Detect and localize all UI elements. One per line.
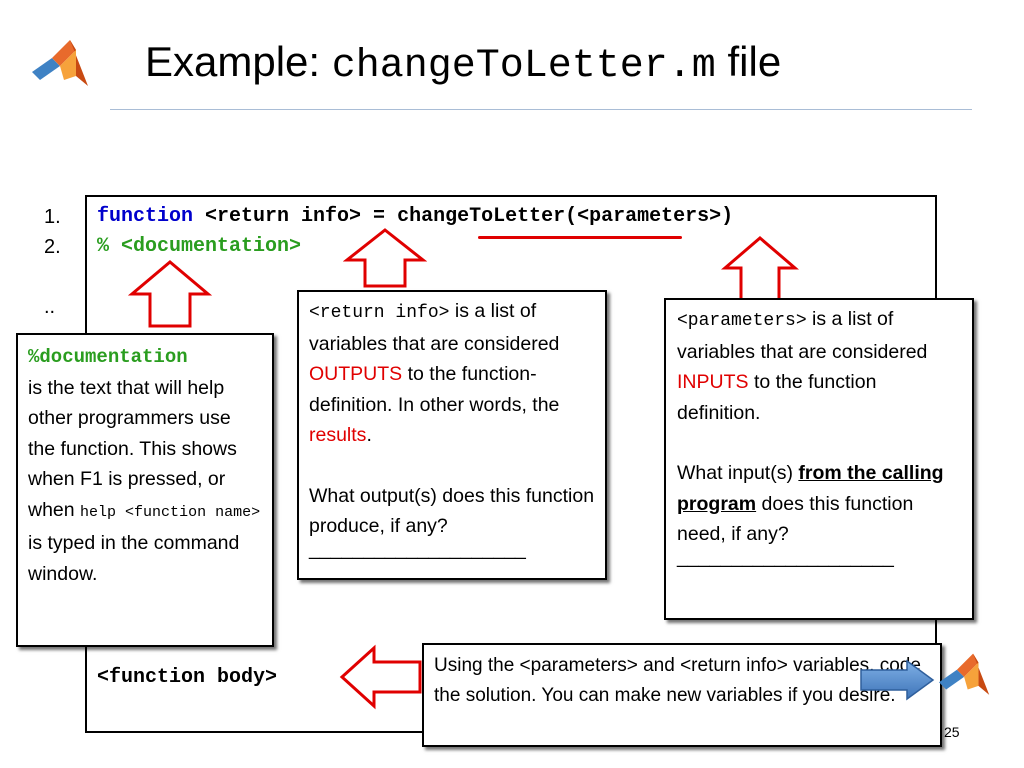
parameters-question-pre: What input(s) [677,462,793,484]
outputs-highlight: OUTPUTS [309,363,403,385]
return-info-code: <return info> = [193,205,398,228]
from-calling-program: from the calling program [677,462,944,515]
code-line-2: % <documentation> [97,235,302,258]
title-divider [110,109,972,110]
return-info-callout: <return info> is a list of variables tha… [297,290,607,580]
return-info-code-label: <return info> [309,303,450,323]
title-prefix: Example: [145,38,321,85]
documentation-text-1: is the text that will help other program… [28,376,237,521]
function-body-callout: Using the <parameters> and <return info>… [422,643,942,747]
help-command: help <function name> [80,503,261,521]
inputs-highlight: INPUTS [677,371,749,393]
documentation-callout: %documentation is the text that will hel… [16,333,274,647]
title-suffix: file [727,38,782,85]
return-info-question: What output(s) does this function produc… [309,484,595,538]
line-number-ellipsis: .. [44,296,56,318]
function-body-code: <function body> [97,666,278,689]
up-arrow-icon [343,228,427,288]
code-line-1: function <return info> = changeToLetter(… [97,205,733,228]
line-number-1: 1. [44,206,61,228]
parameters-text-2: to the function definition. [677,371,877,424]
return-info-text-3: . [366,424,372,446]
left-arrow-icon [339,644,422,710]
page-number: 25 [944,724,960,740]
documentation-text-2: is typed in the command window. [28,532,240,585]
page-title: Example: changeToLetter.m file [145,38,781,89]
parameters-question-post: does this function need, if any? [677,492,914,546]
line-number-2: 2. [44,236,61,258]
matlab-logo-icon [32,40,88,86]
return-info-answer-blank: ____________________ [309,537,526,560]
right-arrow-icon[interactable] [859,659,935,701]
matlab-logo-icon [939,653,990,695]
return-info-text-2: to the function-definition. In other wor… [309,363,560,416]
function-name-underline [478,236,682,239]
documentation-code-label: %documentation [28,346,188,368]
parameters-callout: <parameters> is a list of variables that… [664,298,974,620]
parameters-text-1: is a list of variables that are consider… [677,308,928,363]
up-arrow-icon [721,236,799,302]
function-body-text: Using the <parameters> and <return info>… [434,655,921,706]
parameters-code-label: <parameters> [677,311,807,331]
parameters-code: (<parameters>) [565,205,734,228]
function-name: changeToLetter [397,205,566,228]
results-highlight: results [309,424,367,446]
keyword-function: function [97,205,194,228]
parameters-answer-blank: ____________________ [677,545,894,568]
title-filename: changeToLetter.m [331,44,716,89]
return-info-text-1: is a list of variables that are consider… [309,300,560,355]
up-arrow-icon [128,260,212,328]
